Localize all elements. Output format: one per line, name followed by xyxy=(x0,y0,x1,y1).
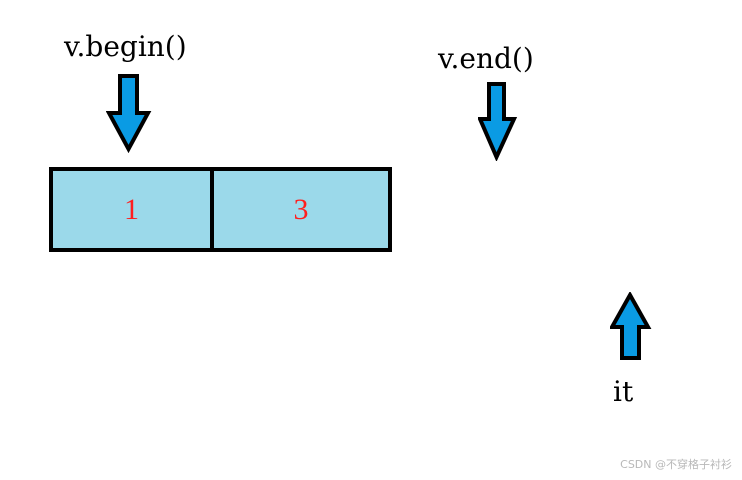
begin-label: v.begin() xyxy=(64,30,187,63)
watermark: CSDN @不穿格子衬衫 xyxy=(620,458,732,471)
iterator-label: it xyxy=(613,375,634,408)
iterator-up-arrow-icon xyxy=(610,292,652,360)
end-label: v.end() xyxy=(438,42,534,75)
array-cell-0: 1 xyxy=(53,171,214,248)
vector-array: 1 3 xyxy=(49,167,392,252)
begin-down-arrow-icon xyxy=(106,74,152,153)
array-cell-1: 3 xyxy=(214,171,388,248)
end-down-arrow-icon xyxy=(478,82,518,161)
